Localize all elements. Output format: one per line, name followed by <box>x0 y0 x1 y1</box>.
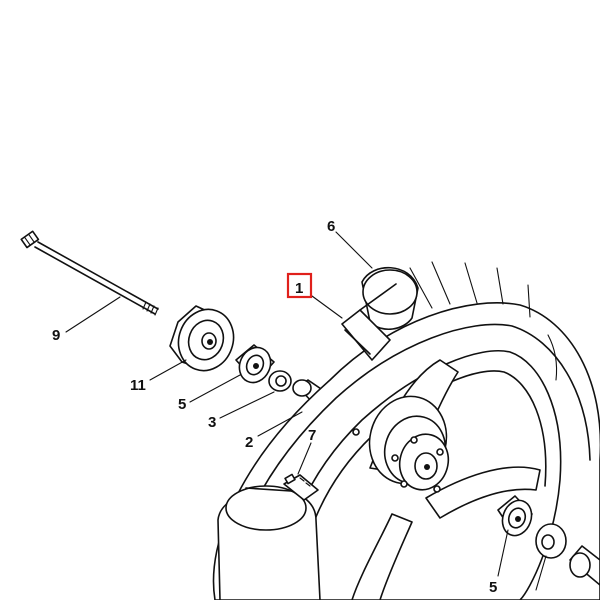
bearing-left-part <box>235 344 275 384</box>
callout-bearing-left: 5 <box>178 396 186 413</box>
callout-gear-unit: 11 <box>130 377 146 394</box>
gear-unit-part <box>169 305 235 372</box>
callout-bearing-right: 5 <box>489 579 497 596</box>
callout-oil-seal: 3 <box>208 414 216 431</box>
axle-part <box>20 230 159 316</box>
lower-tire-section <box>217 485 321 600</box>
collar-right <box>569 545 600 586</box>
valve-part <box>283 473 319 501</box>
spacer-right <box>535 523 567 559</box>
callout-highlight-box <box>286 272 313 299</box>
leader-lines <box>65 231 547 591</box>
callout-axle: 9 <box>52 327 60 344</box>
tube-part <box>341 266 419 361</box>
callout-collar: 2 <box>245 434 253 451</box>
bearing-right-part <box>497 495 533 537</box>
oil-seal-part <box>268 370 292 392</box>
callout-tube: 6 <box>327 218 335 235</box>
callout-valve: 7 <box>308 427 316 444</box>
callout-rim: 1 <box>295 280 303 297</box>
